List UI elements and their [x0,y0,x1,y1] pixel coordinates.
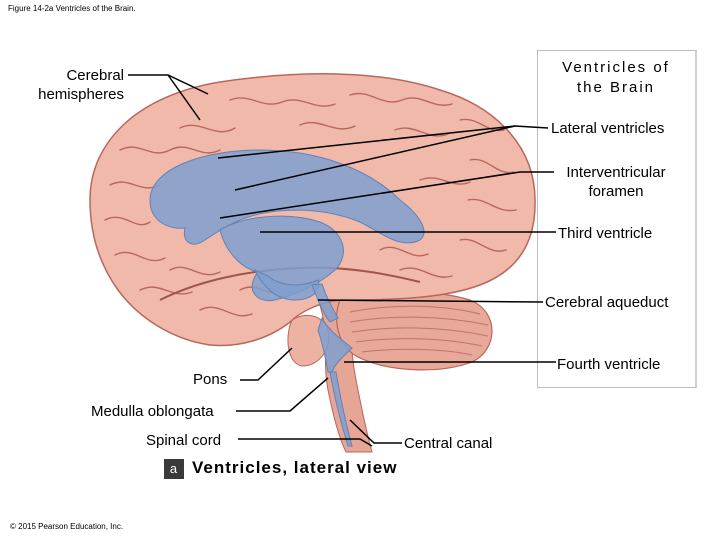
view-letter-badge: a [164,459,184,479]
label-fourth-ventricle: Fourth ventricle [557,356,661,373]
leader-interventricular-foramen [219,171,554,219]
title-panel [537,50,697,388]
leader-central-canal [349,419,402,444]
label-cerebral-hemispheres: Cerebral hemispheres [38,67,124,103]
label-cerebral-aqueduct: Cerebral aqueduct [545,294,669,311]
leader-medulla [236,377,329,412]
aqueduct-shape [311,283,339,323]
fourth-ventricle-shape [317,316,353,373]
diagram-title: Ventricles of the Brain [562,59,670,96]
leader-pons [240,347,293,381]
leader-cerebral-aqueduct [317,299,544,303]
label-spinal-cord: Spinal cord [146,432,222,449]
label-central-canal: Central canal [404,435,493,452]
cerebellum-folia [349,305,489,356]
view-caption: a Ventricles, lateral view [164,458,397,479]
label-third-ventricle: Third ventricle [558,225,653,242]
leader-lines [128,74,556,447]
figure-caption: Figure 14-2a Ventricles of the Brain. [8,4,136,13]
label-pons: Pons [193,371,228,388]
central-canal-shape [329,371,353,447]
leader-cerebral-hemispheres [128,74,209,121]
copyright-notice: © 2015 Pearson Education, Inc. [10,522,124,531]
label-interventricular-foramen: Interventricular foramen [566,164,666,200]
ventricle-system [149,149,425,447]
view-label-text: Ventricles, lateral view [192,458,398,477]
leader-lateral-ventricles [217,125,549,191]
cerebrum-sulci [104,92,517,317]
label-lateral-ventricles: Lateral ventricles [551,120,665,137]
label-medulla-oblongata: Medulla oblongata [91,403,214,420]
leader-spinal-cord [238,438,373,447]
